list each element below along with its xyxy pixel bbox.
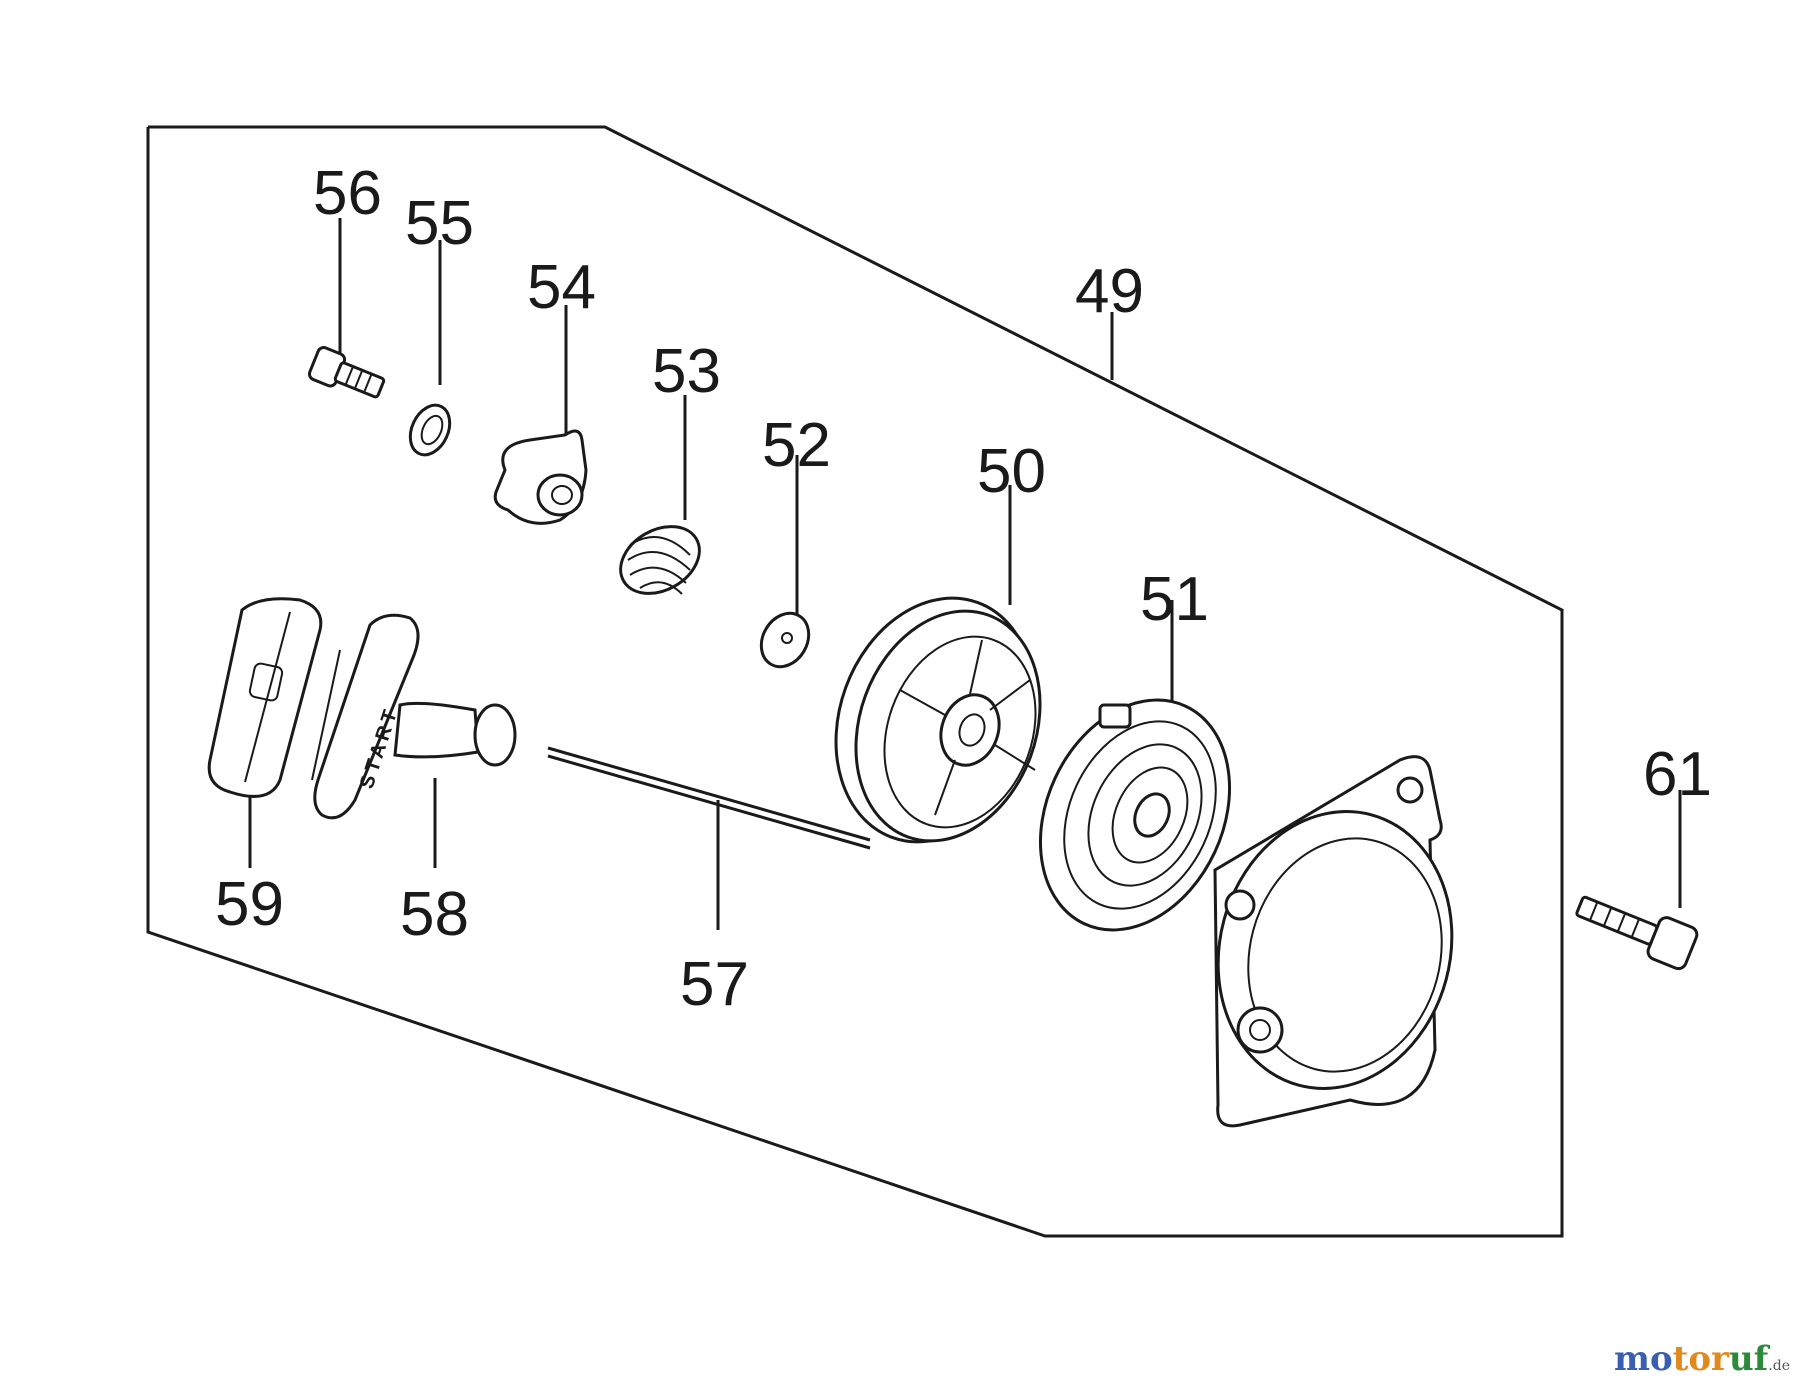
callout-55: 55 bbox=[405, 189, 474, 258]
starter-housing bbox=[1213, 755, 1454, 1128]
callout-52: 52 bbox=[762, 411, 831, 480]
callout-56: 56 bbox=[313, 159, 382, 228]
assembly-outline bbox=[146, 125, 1564, 1238]
pulley-50 bbox=[834, 596, 1042, 844]
callout-49: 49 bbox=[1075, 257, 1144, 326]
starter-handle-58: START bbox=[311, 613, 517, 820]
brand-part-1: mo bbox=[1613, 1339, 1673, 1379]
washer-55 bbox=[408, 403, 452, 457]
callout-labels: 49 50 51 52 53 54 55 56 57 58 59 61 bbox=[215, 159, 1712, 1019]
brand-part-2: tor bbox=[1672, 1339, 1729, 1379]
leader-lines bbox=[248, 218, 1682, 930]
callout-54: 54 bbox=[527, 253, 596, 322]
callout-57: 57 bbox=[680, 950, 749, 1019]
bolt-61 bbox=[1575, 895, 1699, 971]
callout-58: 58 bbox=[400, 880, 469, 949]
washer-52 bbox=[759, 611, 811, 669]
spring-53 bbox=[619, 525, 701, 595]
brand-part-3: uf bbox=[1728, 1339, 1769, 1379]
callout-51: 51 bbox=[1140, 565, 1209, 634]
callout-50: 50 bbox=[977, 437, 1046, 506]
grip-cap-59 bbox=[207, 597, 323, 798]
bolt-56 bbox=[307, 346, 386, 399]
callout-59: 59 bbox=[215, 870, 284, 939]
callout-53: 53 bbox=[652, 337, 721, 406]
callout-61: 61 bbox=[1643, 740, 1712, 809]
rope-57 bbox=[547, 746, 871, 850]
brand-tld: .de bbox=[1768, 1358, 1790, 1374]
ratchet-54 bbox=[493, 429, 588, 525]
brand-watermark: motoruf.de bbox=[1614, 1339, 1790, 1379]
recoil-spring-51 bbox=[1038, 698, 1232, 932]
